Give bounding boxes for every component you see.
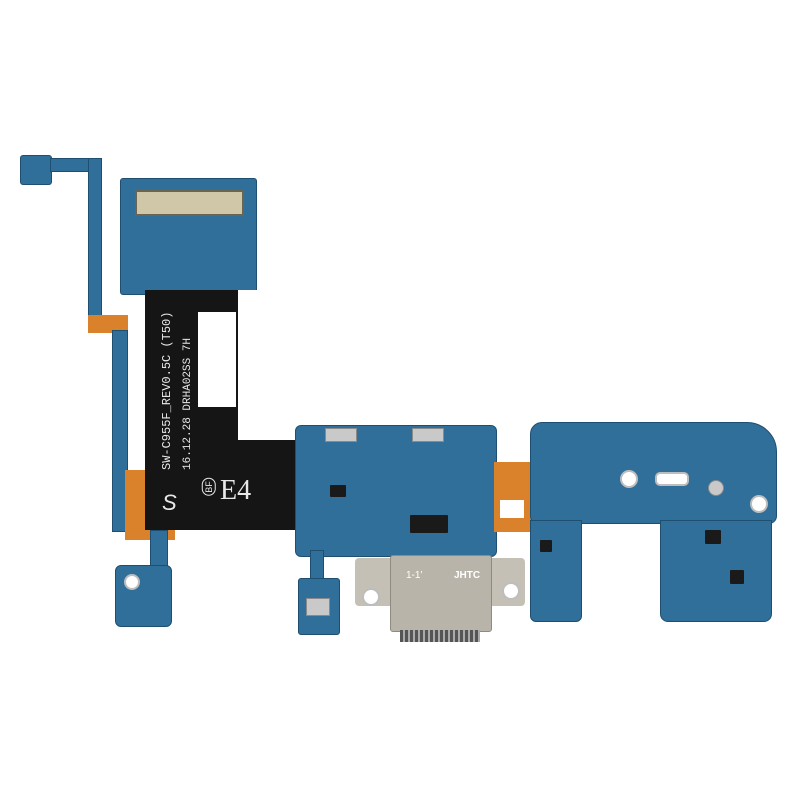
main-board <box>295 425 497 557</box>
bracket-hole-left <box>362 588 380 606</box>
bridge-flex <box>494 462 534 532</box>
antenna-pad <box>20 155 52 185</box>
btb-connector <box>135 190 244 216</box>
flex-bend-orange <box>88 315 128 333</box>
mount-hole <box>124 574 140 590</box>
e4-marking: E4 <box>220 475 252 506</box>
right-mount-hole <box>750 495 768 513</box>
stiffener-notch <box>238 290 298 440</box>
stiffener-cutout <box>198 312 236 407</box>
right-board-hole <box>620 470 638 488</box>
antenna-flex-vertical <box>88 158 102 320</box>
microphone <box>306 598 330 616</box>
usb-c-port <box>390 555 492 632</box>
ic-chip-small <box>330 485 346 497</box>
samsung-logo-icon: S <box>162 490 177 515</box>
led-pad-right <box>412 428 444 442</box>
usb-c-contacts <box>400 630 480 642</box>
chip-right-1 <box>705 530 721 544</box>
right-board-slot <box>655 472 689 486</box>
right-board-leg-left <box>530 520 582 622</box>
connector-mark-left: 1-1' <box>406 570 423 581</box>
ic-chip <box>410 515 448 533</box>
bottom-left-pad <box>115 565 172 627</box>
led-pad-left <box>325 428 357 442</box>
model-label: SW-C955F_REV0.5C (T50) <box>160 311 174 470</box>
coax-connector <box>708 480 724 496</box>
bf-badge: BF <box>201 478 216 496</box>
chip-right-3 <box>540 540 552 552</box>
right-board <box>530 422 777 524</box>
date-label: 16.12.28 DRHA02SS 7H <box>182 337 194 470</box>
connector-mark-right: JHTC <box>454 570 481 581</box>
bracket-hole-right <box>502 582 520 600</box>
bridge-cutout <box>500 500 524 518</box>
side-flex-vertical <box>112 330 128 532</box>
chip-right-2 <box>730 570 744 584</box>
